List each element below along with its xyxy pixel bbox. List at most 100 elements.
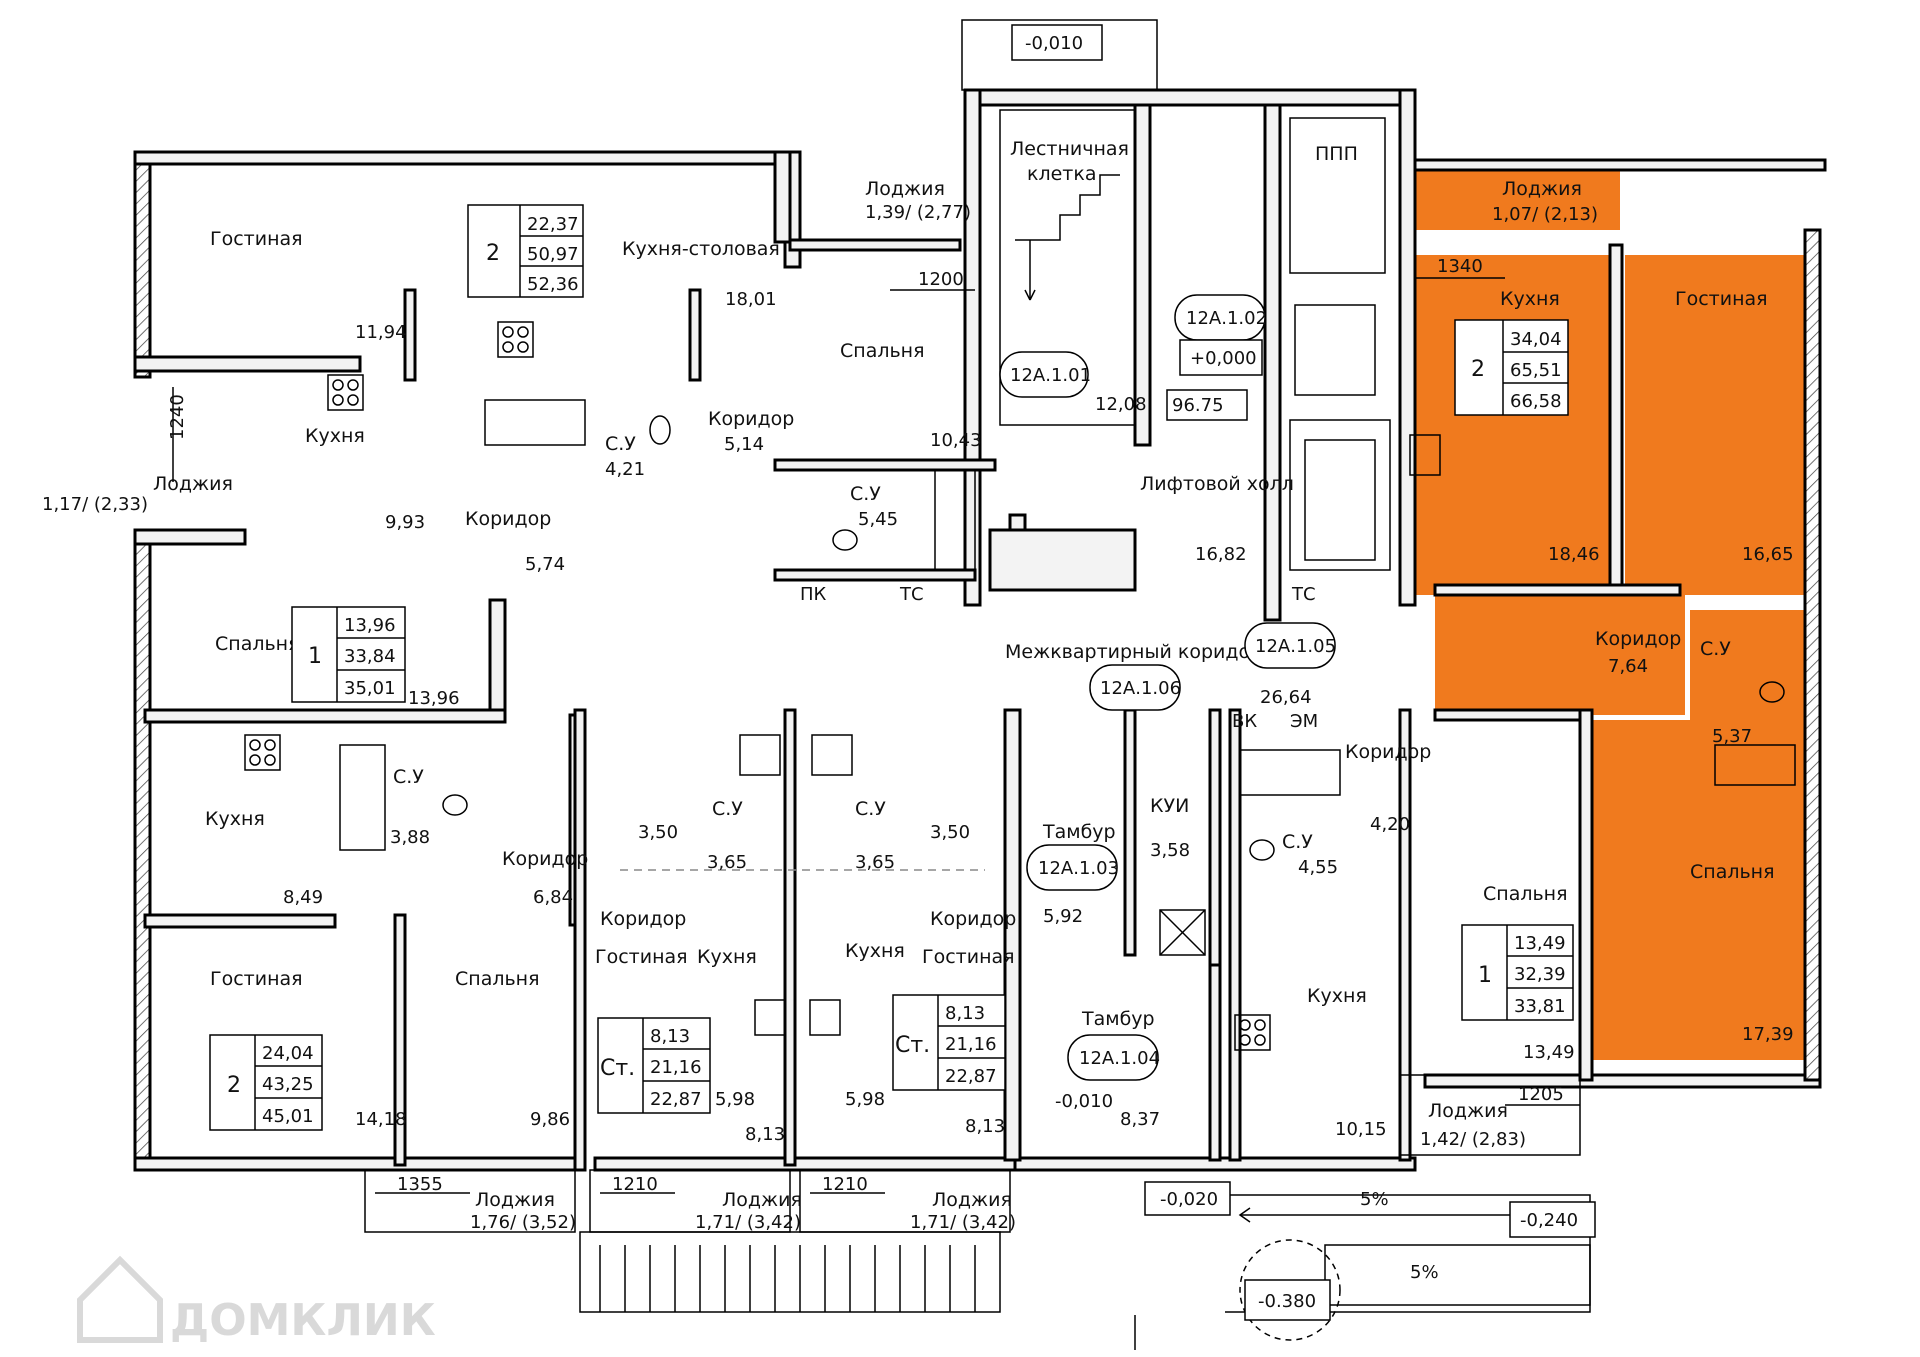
area-label: 7,64 [1608,656,1648,677]
shaft-marks: ПК ТС ТС ВК ЭМ [800,584,1318,732]
apartment-table-f1[interactable]: Ст. 8,13 21,16 22,87 [597,1017,711,1114]
area-label: 5,74 [525,554,565,575]
area-label: 17,39 [1742,1024,1794,1045]
room-label: Коридор [930,908,1016,930]
room-label: Коридор [708,408,794,430]
svg-text:8,13: 8,13 [650,1026,690,1047]
area-label: 5,92 [1043,906,1083,927]
room-label: Коридор [1345,741,1431,763]
room-label: С.У [850,483,881,505]
dimensions: 1200 1340 1240 1355 1210 1210 1205 [167,256,1580,1195]
house-icon [77,1255,163,1343]
svg-text:2: 2 [227,1073,241,1098]
svg-text:ПК: ПК [800,584,827,605]
stairwell [999,109,1136,426]
area-label: 3,65 [707,852,747,873]
svg-text:52,36: 52,36 [527,274,579,295]
area-label: 8,13 [745,1124,785,1145]
svg-text:1210: 1210 [612,1174,658,1195]
apartment-table-e[interactable]: 2 24,04 43,25 45,01 [209,1034,323,1131]
room-label: Гостиная [210,228,303,250]
room-label: С.У [855,798,886,820]
area-label: 8,13 [965,1116,1005,1137]
svg-text:96.75: 96.75 [1172,395,1224,416]
svg-text:22,37: 22,37 [527,214,579,235]
svg-text:8,13: 8,13 [945,1003,985,1024]
svg-text:22,87: 22,87 [945,1066,997,1087]
svg-text:ДОМКЛИК: ДОМКЛИК [170,1295,436,1346]
room-label: Спальня [1483,883,1568,905]
svg-text:12А.1.01: 12А.1.01 [1010,365,1091,386]
room-label: С.У [1700,638,1731,660]
svg-text:12А.1.04: 12А.1.04 [1079,1048,1160,1069]
room-label: Тамбур [1042,821,1116,843]
svg-text:12А.1.03: 12А.1.03 [1038,858,1119,879]
svg-text:1: 1 [308,644,322,669]
exterior-walls [133,88,1827,1172]
room-label: С.У [712,798,743,820]
room-label: Кухня [305,425,365,447]
room-label: Лифтовой холл [1140,473,1294,495]
area-label: 1,76/ (3,52) [470,1212,576,1233]
room-label: Коридор [465,508,551,530]
room-label: Спальня [215,633,300,655]
ramp-arrows [1134,1207,1520,1350]
room-label: Спальня [840,340,925,362]
room-label: Кухня [697,946,757,968]
section-codes: 12А.1.01 12А.1.02 12А.1.03 12А.1.04 12А.… [999,294,1336,1081]
apartment-table-f2[interactable]: Ст. 8,13 21,16 22,87 [892,994,1006,1091]
svg-text:24,04: 24,04 [262,1043,314,1064]
area-label: 12,08 [1095,394,1147,415]
svg-text:5%: 5% [1360,1189,1389,1210]
room-label: Лестничная [1010,138,1129,160]
svg-text:50,97: 50,97 [527,244,579,265]
svg-text:66,58: 66,58 [1510,391,1562,412]
svg-text:22,87: 22,87 [650,1089,702,1110]
area-label: 8,37 [1120,1109,1160,1130]
room-label: Спальня [1690,861,1775,883]
svg-text:Ст.: Ст. [600,1056,635,1081]
area-label: 3,88 [390,827,430,848]
fixtures [244,321,1796,1051]
area-label: 5,98 [845,1089,885,1110]
highlighted-apartment[interactable] [1415,170,1805,1060]
area-label: 10,15 [1335,1119,1387,1140]
room-label: Коридор [502,848,588,870]
area-label: 1,42/ (2,83) [1420,1129,1526,1150]
svg-text:12А.1.05: 12А.1.05 [1255,636,1336,657]
svg-text:43,25: 43,25 [262,1074,314,1095]
apartment-table-orange[interactable]: 2 34,04 65,51 66,58 [1454,319,1569,416]
room-labels: Гостиная 11,94 Кухня-столовая 18,01 Лодж… [42,138,1794,1233]
room-label: Лоджия [722,1189,802,1211]
svg-text:+0,000: +0,000 [1190,348,1257,369]
room-label: Межквартирный коридор [1005,641,1262,663]
svg-text:12А.1.06: 12А.1.06 [1100,678,1181,699]
room-label: Спальня [455,968,540,990]
svg-text:ВК: ВК [1232,711,1257,732]
svg-text:2: 2 [1471,357,1485,382]
area-label: 26,64 [1260,687,1312,708]
interior-walls [133,103,1682,1172]
apartment-table-c[interactable]: 1 13,96 33,84 35,01 [291,606,406,703]
room-label: Коридор [1595,628,1681,650]
apartment-table-g[interactable]: 1 13,49 32,39 33,81 [1461,924,1574,1021]
area-label: 18,46 [1548,544,1600,565]
entrance-stairs [579,1194,1591,1341]
svg-text:2: 2 [486,241,500,266]
room-label: С.У [1282,831,1313,853]
room-label: С.У [605,433,636,455]
area-label: 1,17/ (2,33) [42,494,148,515]
room-label: Кухня [205,808,265,830]
svg-text:1205: 1205 [1518,1084,1564,1105]
room-label: Лоджия [1428,1100,1508,1122]
apartment-table-a[interactable]: 2 22,37 50,97 52,36 [467,204,584,298]
area-label: 5,14 [724,434,764,455]
svg-text:34,04: 34,04 [1510,329,1562,350]
svg-text:ТС: ТС [899,584,924,605]
area-label: 1,71/ (3,42) [910,1212,1016,1233]
area-label: 4,20 [1370,814,1410,835]
room-label: Лоджия [475,1189,555,1211]
svg-text:-0,240: -0,240 [1520,1210,1578,1231]
room-label: Гостиная [1675,288,1768,310]
svg-text:ЭМ: ЭМ [1290,711,1318,732]
